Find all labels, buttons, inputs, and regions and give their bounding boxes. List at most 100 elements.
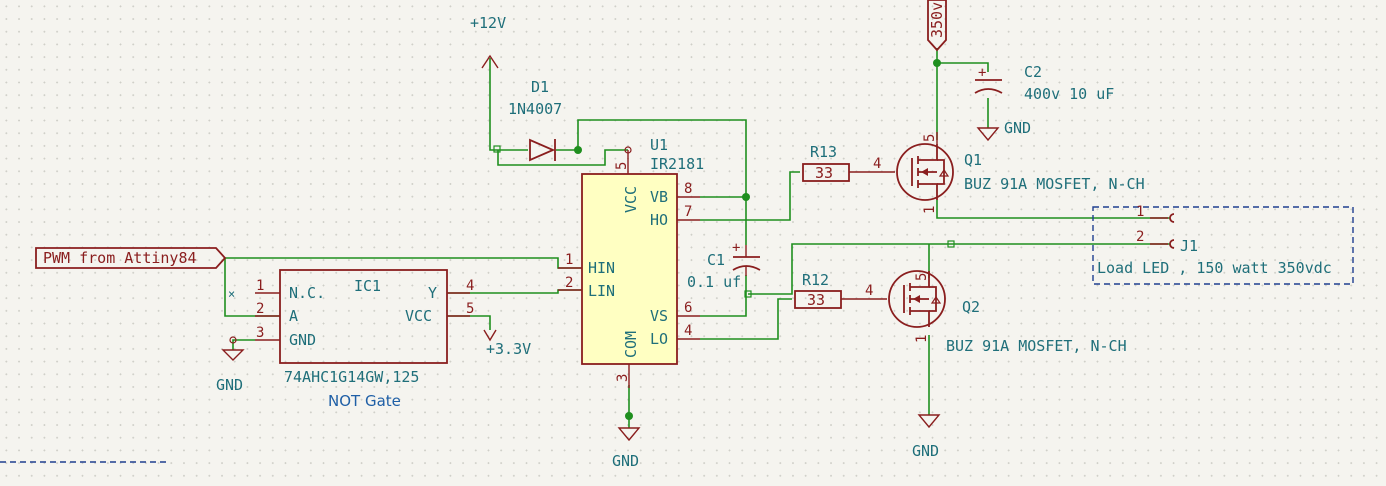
ic1-pin-a: A: [289, 307, 298, 325]
u1-value: IR2181: [650, 155, 704, 173]
ic1-pin-nc: N.C.: [289, 284, 325, 302]
c1-plus: +: [732, 240, 740, 256]
power-350v: 350v: [927, 0, 947, 52]
gnd-label: GND: [612, 452, 639, 470]
connection-marker: [947, 240, 955, 248]
q1-value: BUZ 91A MOSFET, N-CH: [964, 175, 1145, 193]
u1-pinnum-vb: 8: [684, 181, 692, 197]
ic1-pin-vcc: VCC: [405, 307, 432, 325]
u1-pin-lin: LIN: [588, 282, 615, 300]
power-350v-label: 350v: [928, 2, 946, 38]
junction-dot: [574, 146, 582, 154]
power-33v: +3.3V: [483, 329, 531, 358]
u1-pin-lo: LO: [650, 330, 668, 348]
wire-ho: [700, 171, 800, 221]
u1-ref: U1: [650, 136, 668, 154]
gnd-u1: GND: [612, 427, 641, 470]
u1-pinnum-lo: 4: [684, 323, 692, 339]
wire-c2: [937, 62, 989, 72]
mosfet-q1[interactable]: 5 1 Q1 BUZ 91A MOSFET, N-CH: [896, 132, 1145, 214]
power-33v-label: +3.3V: [486, 340, 531, 358]
u1-pinnum-vs: 6: [684, 300, 692, 316]
ic1-description: NOT Gate: [328, 392, 401, 410]
connection-marker: [744, 290, 752, 298]
r13-value: 33: [815, 164, 833, 182]
nc-marker: ×: [228, 287, 235, 301]
j1-pin2: 2: [1136, 229, 1144, 245]
u1-pin-com: COM: [622, 331, 640, 358]
wire-vcc-feed: [497, 149, 628, 166]
u1-pinnum-com: 3: [615, 374, 631, 382]
ic1-pinnum-5: 5: [466, 301, 474, 317]
wire-ic1-gnd: [232, 339, 255, 350]
d1-ref: D1: [531, 78, 549, 96]
ic1-pinnum-4: 4: [466, 278, 474, 294]
diode-d1[interactable]: D1 1N4007: [508, 78, 562, 162]
ic1-ref: IC1: [354, 277, 381, 295]
ic1-pin-y: Y: [428, 284, 437, 302]
junction-dot: [933, 59, 941, 67]
q1-ref: Q1: [964, 151, 982, 169]
j1-pin1: 1: [1136, 204, 1144, 220]
r12-value: 33: [807, 291, 825, 309]
resistor-r12[interactable]: R12 33 4: [794, 271, 887, 309]
connector-j1[interactable]: 1 2 J1 Load LED , 150 watt 350vdc: [1092, 204, 1354, 285]
u1-pinnum-ho: 7: [684, 204, 692, 220]
u1-pinnum-lin: 2: [565, 275, 573, 291]
ic1-pinnum-1: 1: [256, 278, 264, 294]
gnd-label: GND: [216, 376, 243, 394]
ic-ic1[interactable]: × N.C. A GND Y VCC 1 2 3 4 5 IC1 74AHC1G…: [228, 269, 474, 410]
junction-dot: [625, 412, 633, 420]
capacitor-c1[interactable]: + C1 0.1 uf: [687, 240, 761, 291]
wire-midpoint: [748, 243, 1170, 295]
gnd-ic1: GND: [216, 349, 245, 394]
junctions: [493, 59, 955, 420]
u1-pin-vb: VB: [650, 188, 668, 206]
pwm-input-label[interactable]: PWM from Attiny84: [35, 247, 227, 269]
c1-ref: C1: [707, 251, 725, 269]
r13-pin: 4: [873, 156, 881, 172]
pwm-label-text: PWM from Attiny84: [43, 249, 197, 267]
j1-ref: J1: [1180, 237, 1198, 255]
r12-pin: 4: [865, 283, 873, 299]
q2-pin-drain: 5: [914, 273, 930, 281]
resistor-r13[interactable]: R13 33 4: [802, 143, 895, 182]
gnd-label: GND: [912, 442, 939, 460]
u1-pin-vs: VS: [650, 307, 668, 325]
gnd-q2: GND: [912, 414, 941, 460]
ic1-pinnum-2: 2: [256, 301, 264, 317]
q1-pin-source: 1: [922, 206, 938, 214]
wire-vs: [700, 275, 747, 317]
wire-bootstrap: [577, 119, 747, 245]
wire-12v: [489, 58, 498, 151]
ic1-value: 74AHC1G14GW,125: [284, 368, 419, 386]
r13-ref: R13: [810, 143, 837, 161]
mosfet-q2[interactable]: 5 1 Q2 BUZ 91A MOSFET, N-CH: [888, 270, 1127, 355]
capacitor-c2[interactable]: + C2 400v 10 uF: [974, 63, 1114, 103]
gnd-c2: GND: [976, 119, 1031, 142]
power-12v-label: +12V: [470, 14, 506, 32]
q2-pin-source: 1: [914, 335, 930, 343]
wire-33v: [448, 315, 491, 330]
wire-pwm: [225, 257, 582, 269]
wire-lo: [700, 298, 792, 340]
q1-body: [896, 143, 954, 201]
gnd-label: GND: [1004, 119, 1031, 137]
q2-ref: Q2: [962, 298, 980, 316]
q2-body: [888, 270, 946, 328]
r12-ref: R12: [802, 271, 829, 289]
u1-pin-hin: HIN: [588, 259, 615, 277]
c1-value: 0.1 uf: [687, 273, 741, 291]
ic1-pinnum-3: 3: [256, 325, 264, 341]
u1-pin-vcc: VCC: [622, 186, 640, 213]
u1-pin-ho: HO: [650, 211, 668, 229]
pwm-label-shape: [35, 247, 227, 269]
c2-ref: C2: [1024, 63, 1042, 81]
q1-pin-drain: 5: [922, 134, 938, 142]
u1-pinnum-vcc: 5: [614, 162, 630, 170]
j1-value: Load LED , 150 watt 350vdc: [1097, 259, 1332, 277]
ic-u1[interactable]: U1 IR2181 VCC VB HO HIN LIN VS COM LO 5 …: [558, 136, 704, 388]
j1-outline: [1092, 206, 1354, 285]
d1-value: 1N4007: [508, 100, 562, 118]
